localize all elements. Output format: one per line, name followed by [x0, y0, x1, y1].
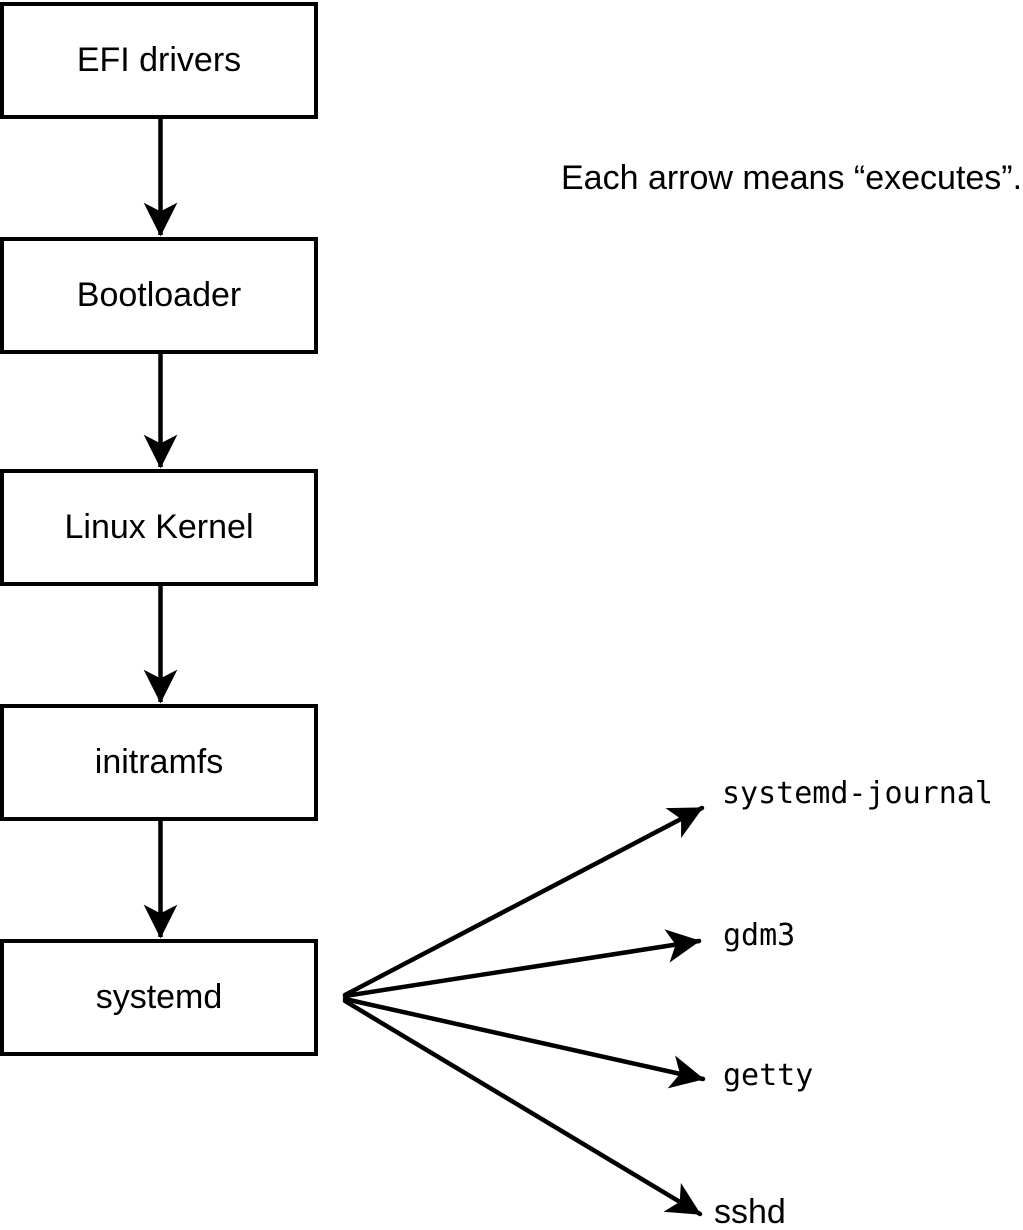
arrow-systemd-to-gdm3 [342, 929, 702, 999]
flow-box-systemd: systemd [0, 939, 318, 1056]
flow-box-label: Bootloader [76, 276, 242, 314]
flow-box-initramfs: initramfs [0, 704, 318, 821]
arrow-systemd-to-getty [342, 996, 706, 1089]
flow-box-efi-drivers: EFI drivers [0, 2, 318, 119]
arrow-systemd-to-sshd [342, 998, 703, 1217]
label-getty: getty [723, 1058, 814, 1093]
label-sshd: sshd [714, 1193, 786, 1230]
label-systemd-journal: systemd-journal [722, 776, 993, 811]
flow-box-linux-kernel: Linux Kernel [0, 469, 318, 586]
label-gdm3: gdm3 [723, 918, 796, 953]
arrow-systemd-to-journal [342, 805, 705, 998]
caption-arrow-meaning: Each arrow means “executes”. [561, 159, 1023, 197]
flow-box-label: EFI drivers [76, 41, 242, 79]
flow-box-label: initramfs [94, 743, 224, 781]
flow-box-label: Linux Kernel [64, 508, 254, 546]
flow-box-bootloader: Bootloader [0, 237, 318, 354]
flow-box-label: systemd [95, 978, 223, 1016]
